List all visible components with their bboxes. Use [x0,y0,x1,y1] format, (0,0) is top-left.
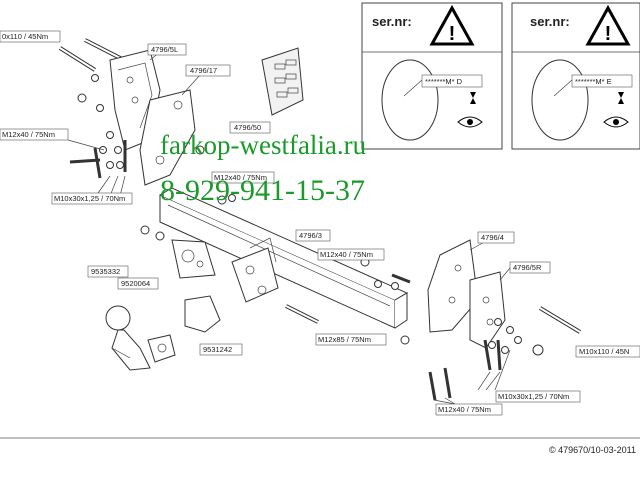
svg-text:M12x40 / 75Nm: M12x40 / 75Nm [214,173,267,182]
label-ball: 9535332 [87,265,129,278]
label-bracket-right-upper: 4796/4 [477,231,515,244]
warning-triangle-icon: ! [585,4,631,46]
leader-lines-right [433,239,511,405]
svg-text:!: ! [449,23,456,45]
bracket-right-upper [427,239,479,333]
svg-text:0x110 / 45Nm: 0x110 / 45Nm [2,32,48,41]
svg-text:4796/4: 4796/4 [481,233,504,242]
svg-text:4796/5L: 4796/5L [151,45,178,54]
svg-text:9520064: 9520064 [121,279,150,288]
svg-text:M10x30x1,25 / 70Nm: M10x30x1,25 / 70Nm [54,194,125,203]
label-bracket-left: 4796/5L [147,43,187,56]
svg-text:M10x110 / 45N: M10x110 / 45N [579,347,629,356]
svg-text:M12x40 / 75Nm: M12x40 / 75Nm [438,405,491,414]
plate-left [139,89,196,186]
eye-icon [603,116,629,128]
svg-text:!: ! [605,23,612,45]
svg-text:4796/5R: 4796/5R [513,263,542,272]
bolt-m12x85 [285,304,319,324]
socket-plate [147,295,221,363]
ball-flange [171,239,216,279]
label-spacer: 4796/50 [229,121,271,134]
svg-text:9535332: 9535332 [91,267,120,276]
svg-text:M12x40 / 75Nm: M12x40 / 75Nm [320,250,373,259]
spacer-part [261,47,304,116]
label-bolt-top-left: 0x110 / 45Nm [0,30,61,43]
label-bracket-right: 4796/5R [509,261,551,274]
tow-ball [105,305,151,371]
crossbar [159,187,409,329]
serial-header-1: ser.nr: [372,14,412,29]
svg-text:M10x30x1,25 / 70Nm: M10x30x1,25 / 70Nm [498,392,569,401]
label-ball-flange: 9520064 [117,277,159,290]
eye-icon [457,116,483,128]
bracket-right [469,271,506,349]
svg-text:9531242: 9531242 [203,345,232,354]
label-m12x85: M12x85 / 75Nm [315,333,387,346]
svg-text:4796/17: 4796/17 [190,66,217,75]
label-crossbar: 4796/3 [295,229,331,242]
label-left-m10: M10x30x1,25 / 70Nm [51,192,133,205]
warning-panel-1: ser.nr: ! *******M* D [361,2,503,150]
footer-copyright: © 479670/10-03-2011 [549,445,636,455]
watermark-site: farkop-westfalia.ru [160,130,367,160]
svg-text:M12x85 / 75Nm: M12x85 / 75Nm [318,335,371,344]
crossbar-mount-plate [231,237,279,303]
label-plate-left: 4796/17 [185,64,231,77]
serial-header-2: ser.nr: [530,14,570,29]
serial-plate-text-2: *******M* E [575,77,612,86]
label-center-m12-right: M12x40 / 75Nm [317,248,385,261]
fasteners-left [69,74,236,241]
watermark-phone: 8-929-941-15-37 [160,174,365,207]
warning-panel-2: ser.nr: ! *******M* E [511,2,640,150]
svg-text:M12x40 / 75Nm: M12x40 / 75Nm [2,130,55,139]
label-socket-plate: 9531242 [199,343,243,356]
label-left-m12: M12x40 / 75Nm [0,128,69,141]
label-center-m12: M12x40 / 75Nm [211,171,275,184]
serial-plate-text-1: *******M* D [425,77,463,86]
label-right-m10: M10x30x1,25 / 70Nm [495,390,581,403]
label-right-m10x110: M10x110 / 45N [575,345,640,358]
svg-text:4796/50: 4796/50 [234,123,261,132]
svg-text:4796/3: 4796/3 [299,231,322,240]
label-bottom-right-m12: M12x40 / 75Nm [435,403,503,416]
warning-triangle-icon: ! [429,4,475,46]
